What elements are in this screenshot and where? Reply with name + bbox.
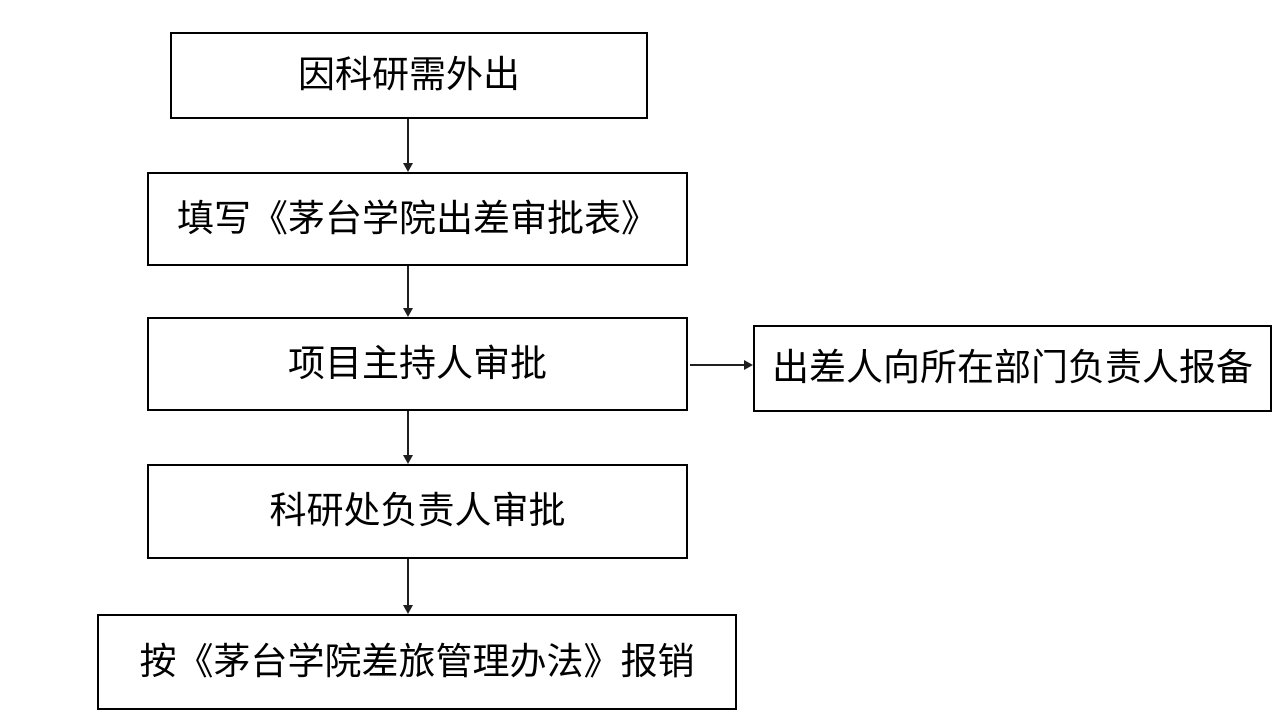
arrowhead-right-icon	[744, 360, 753, 370]
flow-node-label: 填写《茅台学院出差审批表》	[177, 197, 658, 239]
flow-node-project-leader-approval: 项目主持人审批	[147, 317, 688, 411]
flow-node-report-dept-leader: 出差人向所在部门负责人报备	[753, 325, 1272, 412]
flow-node-fill-form: 填写《茅台学院出差审批表》	[147, 172, 688, 266]
flow-node-label: 出差人向所在部门负责人报备	[772, 347, 1253, 389]
arrow-line-project-leader-to-report-dept	[690, 364, 744, 366]
arrow-line-project-leader-to-research-office	[407, 411, 409, 455]
arrowhead-down-icon	[403, 163, 413, 172]
arrow-line-fill-form-to-project-leader	[407, 266, 409, 308]
arrowhead-down-icon	[403, 308, 413, 317]
arrowhead-down-icon	[403, 455, 413, 464]
arrow-line-need-travel-to-fill-form	[407, 119, 409, 163]
flow-node-label: 因科研需外出	[298, 54, 520, 96]
arrow-line-research-office-to-reimbursement	[407, 559, 409, 605]
flow-node-need-travel: 因科研需外出	[170, 32, 648, 119]
flow-node-label: 按《茅台学院差旅管理办法》报销	[139, 640, 695, 682]
flow-node-label: 科研处负责人审批	[269, 490, 566, 532]
flow-node-research-office-approval: 科研处负责人审批	[147, 464, 688, 559]
flow-node-reimbursement: 按《茅台学院差旅管理办法》报销	[97, 614, 737, 710]
flow-node-label: 项目主持人审批	[288, 342, 547, 384]
arrowhead-down-icon	[403, 605, 413, 614]
